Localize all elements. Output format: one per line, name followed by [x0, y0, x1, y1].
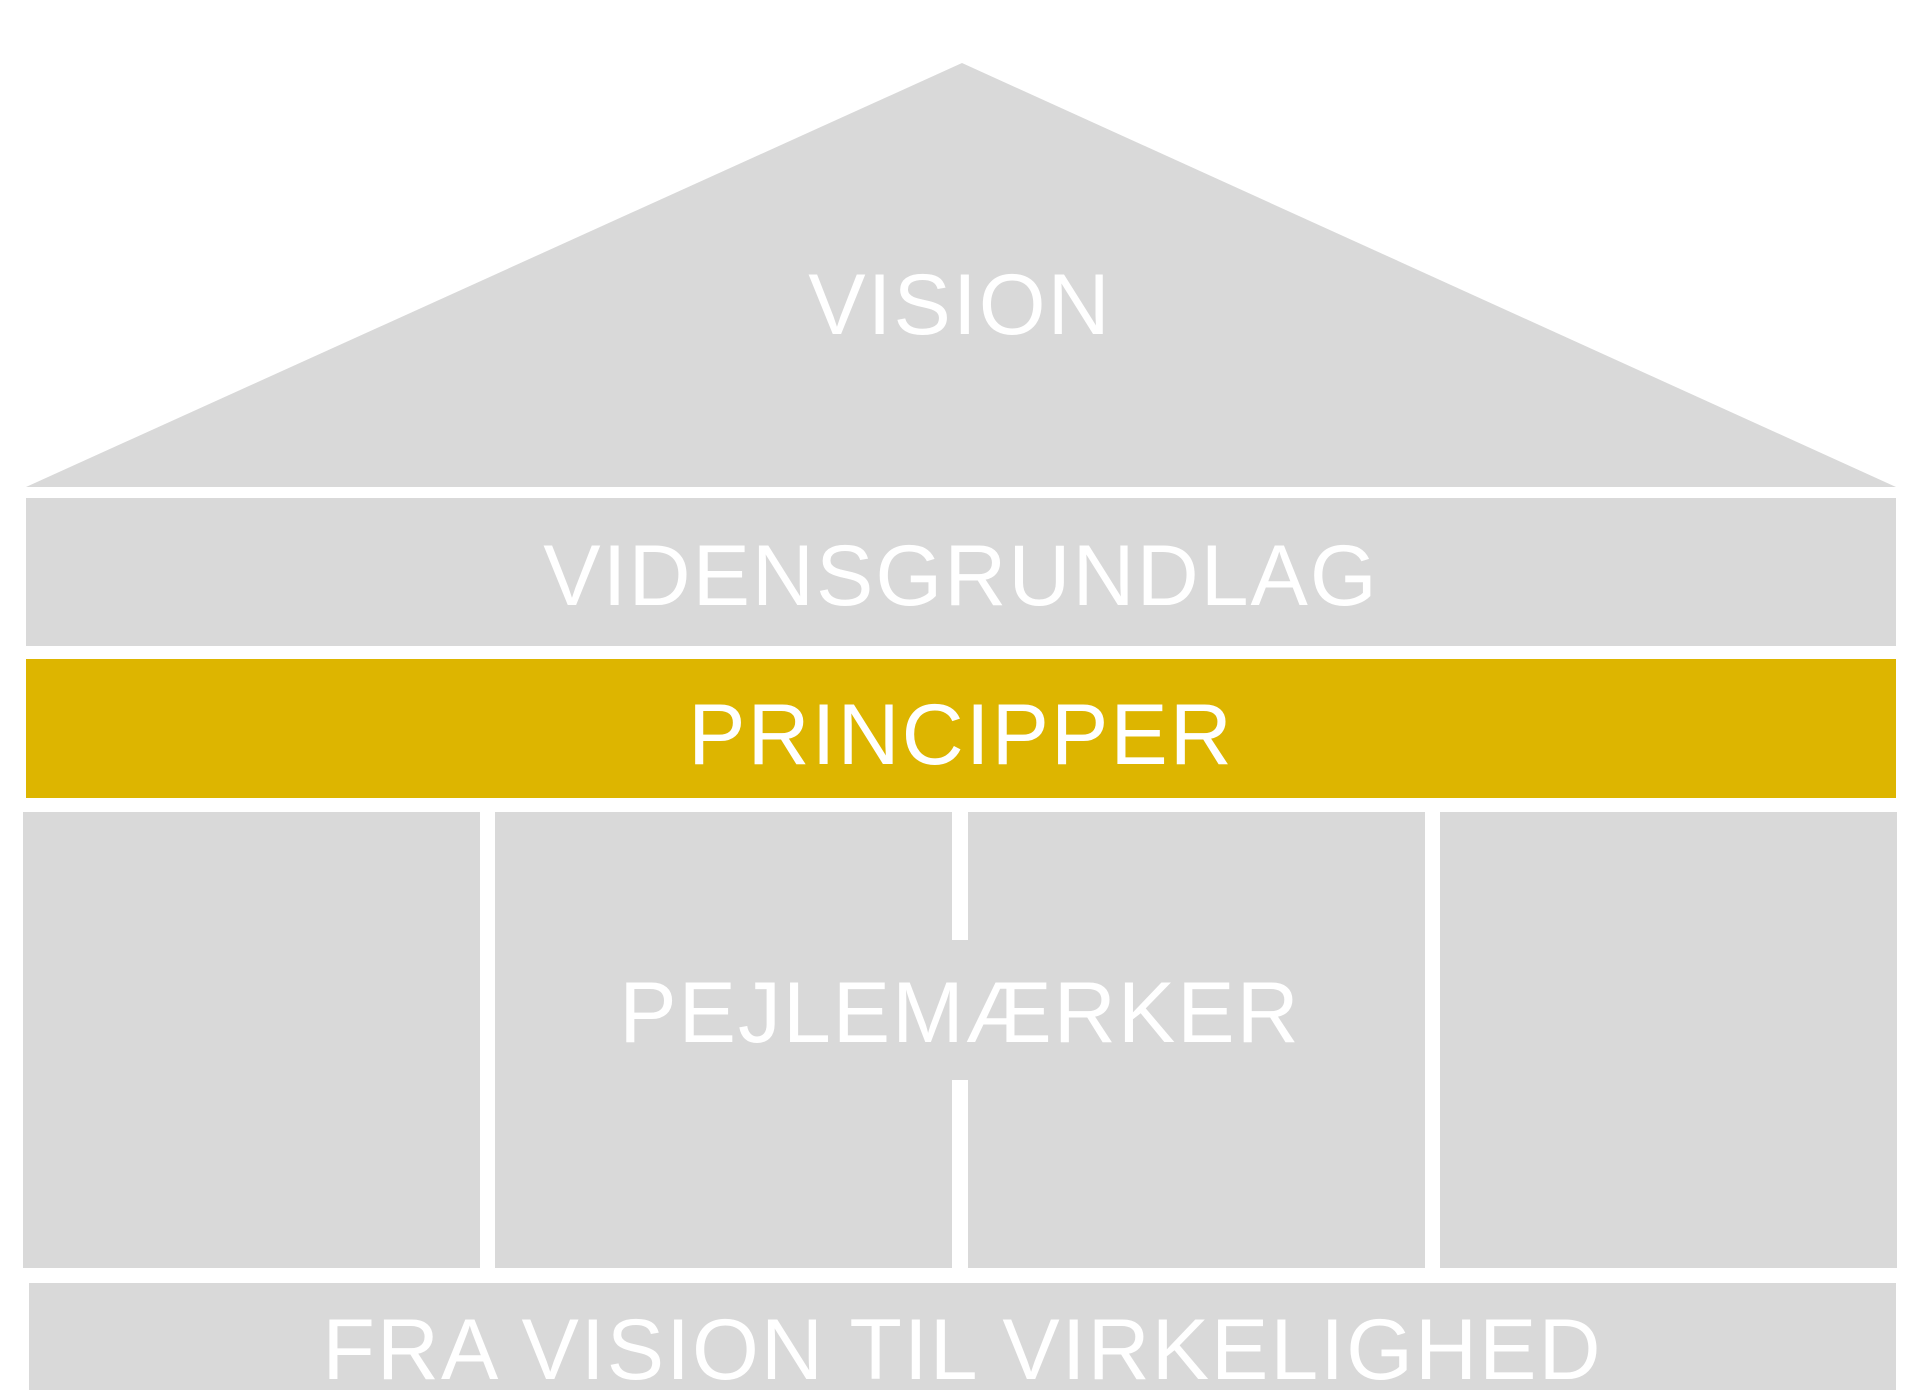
principper-label: PRINCIPPER: [688, 687, 1234, 783]
base-label: FRA VISION TIL VIRKELIGHED: [322, 1302, 1603, 1390]
base-band: FRA VISION TIL VIRKELIGHED: [29, 1283, 1896, 1390]
vidensgrundlag-band: VIDENSGRUNDLAG: [26, 498, 1896, 646]
pejlemaerker-zone: [500, 940, 1420, 1080]
pillar-1: [23, 812, 480, 1268]
pejlemaerker-label: PEJLEMÆRKER: [619, 965, 1301, 1061]
roof-label: VISION: [808, 257, 1112, 353]
roof-shape: [26, 63, 1896, 487]
principper-band: PRINCIPPER: [26, 659, 1896, 798]
roof: [26, 63, 1896, 487]
pillar-4: [1440, 812, 1897, 1268]
vidensgrundlag-label: VIDENSGRUNDLAG: [543, 528, 1379, 624]
